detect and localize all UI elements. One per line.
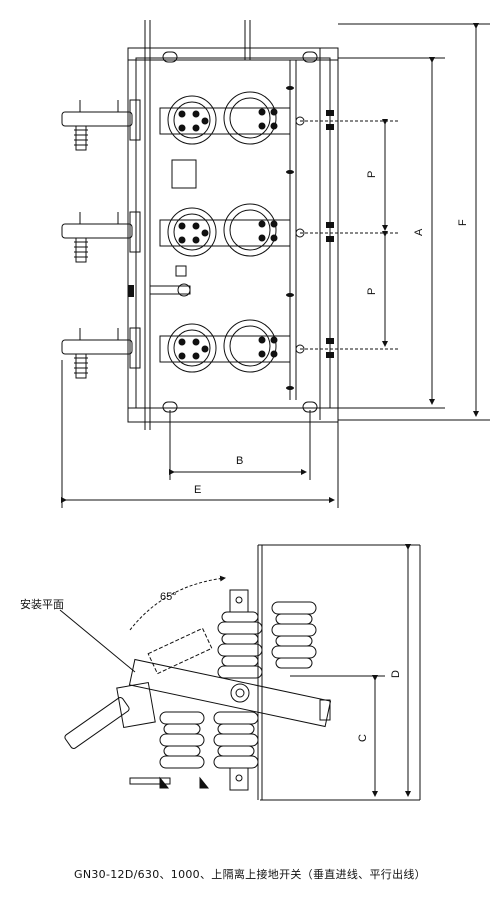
frame-outer xyxy=(127,47,339,423)
side-view: 65° 安装平面 C D xyxy=(20,544,421,801)
phase-2 xyxy=(61,159,305,297)
phase-3 xyxy=(61,319,305,379)
dim-b: B xyxy=(169,410,311,480)
angle-label: 65° xyxy=(160,591,177,603)
dim-e-label: E xyxy=(194,484,201,496)
dim-e: E xyxy=(61,360,339,508)
mount-plane-label: 安装平面 xyxy=(20,597,64,611)
dim-p-upper: P xyxy=(300,119,400,234)
dim-f-label: F xyxy=(457,219,469,226)
dim-p-lower-label: P xyxy=(366,288,378,295)
top-view: P P A F B E xyxy=(61,20,490,508)
upper-insulator-right xyxy=(271,601,317,669)
dim-d: D xyxy=(330,544,421,801)
dim-c: C xyxy=(260,675,385,801)
dim-c-label: C xyxy=(357,734,369,742)
lower-insulator-left xyxy=(159,711,205,769)
dim-p-upper-label: P xyxy=(366,171,378,178)
dim-f: F xyxy=(338,23,490,421)
dim-b-label: B xyxy=(236,455,243,467)
upper-insulator-left xyxy=(217,611,263,679)
figure-caption: GN30-12D/630、1000、上隔离上接地开关（垂直进线、平行出线） xyxy=(74,868,426,881)
lower-insulator-right xyxy=(213,711,259,769)
phase-1 xyxy=(61,91,305,151)
dim-a-label: A xyxy=(413,228,425,236)
dim-p-lower: P xyxy=(300,231,400,350)
dim-d-label: D xyxy=(390,670,402,678)
dim-a: A xyxy=(338,57,445,409)
